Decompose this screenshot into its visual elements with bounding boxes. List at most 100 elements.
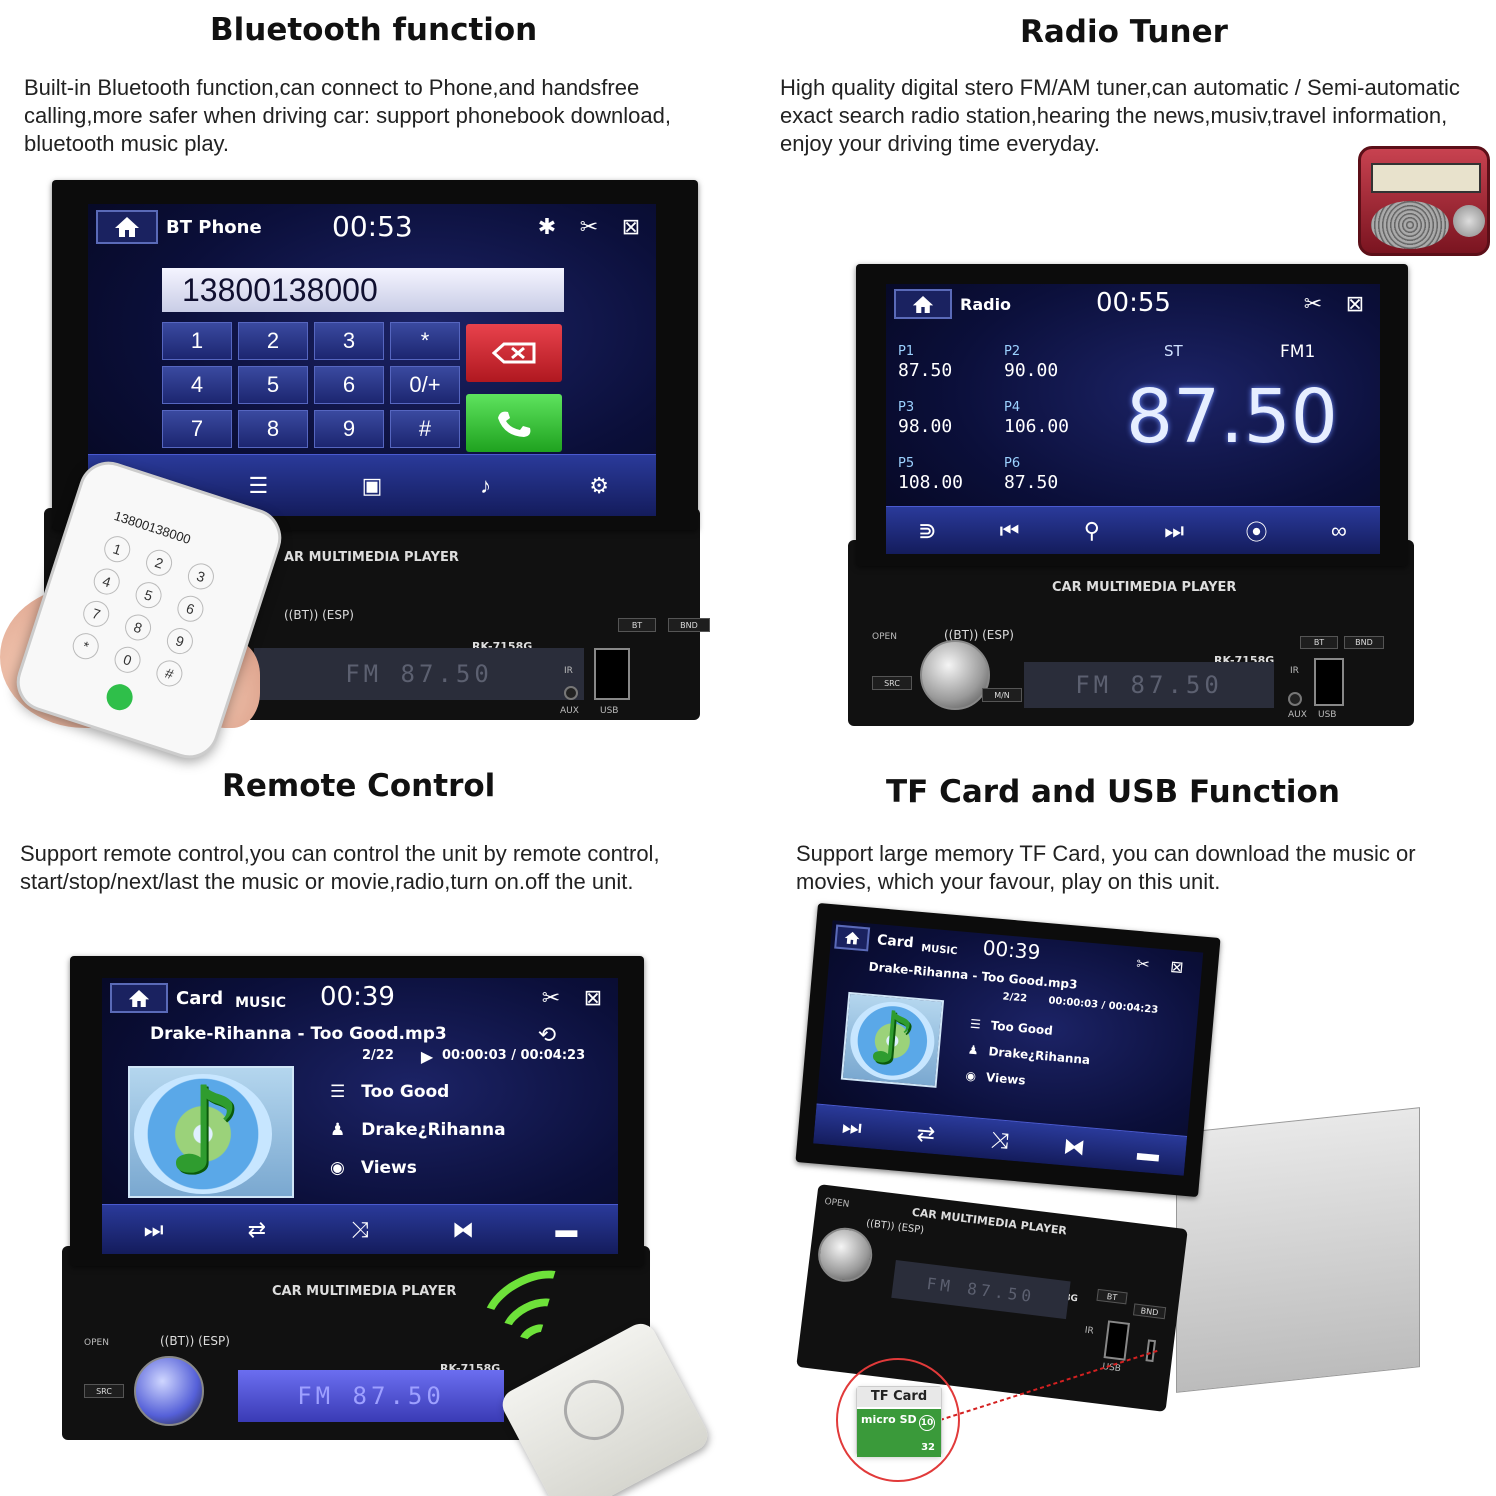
aux-jack[interactable] [564, 686, 578, 700]
src-button[interactable]: SRC [84, 1384, 124, 1398]
screen-off-icon[interactable]: ⊠ [621, 214, 641, 239]
keypad-key[interactable]: 8 [238, 410, 308, 448]
home-button[interactable] [894, 289, 952, 319]
next-icon[interactable]: ⏭ [143, 1216, 164, 1242]
prev-icon[interactable]: ⏮ [999, 517, 1020, 543]
smartphone-key[interactable]: 2 [142, 546, 176, 580]
rss-icon[interactable]: ⋑ [917, 517, 937, 543]
screen-sublabel: MUSIC [235, 995, 286, 1011]
keypad-key[interactable]: 1 [162, 322, 232, 360]
bnd-button[interactable]: BND [668, 618, 710, 632]
bt-button[interactable]: BT [618, 618, 656, 632]
repeat-icon[interactable]: ⇄ [247, 1216, 266, 1242]
keypad-key[interactable]: 7 [162, 410, 232, 448]
sd-card-face: micro SD 10 32 [857, 1409, 941, 1457]
volume-knob[interactable] [815, 1224, 876, 1285]
tf-card-highlight [836, 1358, 960, 1482]
keypad-key[interactable]: * [390, 322, 460, 360]
aux-label: AUX [560, 706, 579, 716]
bt-button[interactable]: BT [1096, 1288, 1128, 1305]
screen-off-icon[interactable]: ⊠ [1169, 958, 1185, 977]
unit-label: CAR MULTIMEDIA PLAYER [911, 1205, 1068, 1238]
bnd-button[interactable]: BND [1344, 636, 1384, 649]
settings-icon[interactable]: ⚙ [589, 472, 610, 498]
call-button[interactable] [466, 394, 562, 452]
shuffle-icon[interactable]: ⤨ [990, 1126, 1010, 1153]
next-icon[interactable]: ⏭ [1164, 517, 1185, 543]
open-label: OPEN [872, 632, 897, 642]
preset-value[interactable]: 87.50 [898, 360, 953, 381]
preset-value[interactable]: 87.50 [1004, 472, 1059, 493]
keypad-key[interactable]: 3 [314, 322, 384, 360]
keypad-key[interactable]: 4 [162, 366, 232, 404]
shuffle-icon[interactable]: ⤨ [351, 1216, 369, 1242]
music-note-icon[interactable]: ♪ [480, 472, 492, 498]
smartphone-key[interactable]: 6 [174, 592, 207, 626]
keypad-key[interactable]: 9 [314, 410, 384, 448]
aux-jack[interactable] [1288, 692, 1302, 706]
unit-label: CAR MULTIMEDIA PLAYER [1052, 580, 1237, 595]
smartphone-key[interactable]: # [153, 657, 186, 690]
smartphone-key[interactable]: 1 [100, 532, 134, 566]
smartphone-key[interactable]: 0 [111, 643, 144, 677]
mn-button[interactable]: M/N [982, 688, 1022, 702]
contacts-icon[interactable]: ▣ [361, 472, 383, 498]
screen-off-icon[interactable]: ⊠ [1345, 291, 1365, 316]
bt-button[interactable]: BT [1300, 636, 1338, 649]
bnd-button[interactable]: BND [1132, 1303, 1167, 1320]
repeat-icon[interactable]: ⟲ [537, 1022, 557, 1047]
preset-value[interactable]: 108.00 [898, 472, 964, 493]
tools-icon[interactable]: ✂ [541, 985, 561, 1010]
keypad-key[interactable]: # [390, 410, 460, 448]
smartphone-call-button[interactable] [103, 680, 137, 714]
smartphone-key[interactable]: * [69, 629, 103, 663]
smartphone-key[interactable]: 4 [90, 565, 124, 598]
section-title: Bluetooth function [210, 12, 538, 48]
phone-number-field[interactable]: 13800138000 [162, 268, 564, 312]
loop-icon[interactable]: ∞ [1330, 517, 1347, 543]
tools-icon[interactable]: ✂ [579, 214, 599, 239]
smartphone-key[interactable]: 9 [163, 624, 197, 658]
usb-port[interactable] [594, 648, 630, 700]
list-icon: ☰ [969, 1016, 982, 1032]
delete-button[interactable] [466, 324, 562, 382]
repeat-icon[interactable]: ⇄ [915, 1119, 937, 1147]
smartphone-key[interactable]: 8 [121, 611, 155, 644]
preset-value[interactable]: 90.00 [1004, 360, 1059, 381]
remote-dpad[interactable] [553, 1369, 635, 1451]
smartphone-key[interactable]: 7 [79, 597, 113, 631]
keypad-key[interactable]: 5 [238, 366, 308, 404]
smartphone-key[interactable]: 3 [184, 560, 218, 593]
volume-knob[interactable] [920, 640, 990, 710]
tools-icon[interactable]: ✂ [1303, 291, 1323, 316]
menu-icon[interactable]: ▬ [555, 1216, 578, 1242]
preset-value[interactable]: 106.00 [1004, 416, 1070, 437]
play-icon[interactable]: ▶ [420, 1049, 434, 1066]
home-button[interactable] [834, 924, 871, 952]
keypad-key[interactable]: 6 [314, 366, 384, 404]
track-index: 2/22 [362, 1048, 394, 1063]
eq-icon[interactable]: ⧓ [452, 1216, 475, 1242]
menu-icon[interactable]: ▬ [1136, 1139, 1161, 1167]
search-icon[interactable]: ⚲ [1083, 517, 1100, 543]
artist-name: Drake¿Rihanna [361, 1120, 506, 1140]
keypad-key[interactable]: 0/+ [390, 366, 460, 404]
preset-value[interactable]: 98.00 [898, 416, 953, 437]
album-art: ♪ [128, 1066, 294, 1198]
usb-port[interactable] [1314, 658, 1344, 706]
screen-off-icon[interactable]: ⊠ [583, 985, 603, 1010]
band-indicator[interactable]: FM1 [1280, 342, 1316, 362]
home-button[interactable] [110, 983, 168, 1013]
volume-knob[interactable] [134, 1356, 204, 1426]
scan-icon[interactable]: ⦿ [1245, 519, 1268, 545]
smartphone-key[interactable]: 5 [132, 578, 165, 612]
usb-label: USB [1318, 710, 1337, 720]
home-button[interactable] [96, 210, 158, 244]
eq-icon[interactable]: ⧓ [1062, 1132, 1087, 1160]
next-icon[interactable]: ⏭ [840, 1113, 863, 1141]
call-log-icon[interactable]: ☰ [248, 472, 269, 498]
keypad-key[interactable]: 2 [238, 322, 308, 360]
src-button[interactable]: SRC [872, 676, 912, 690]
usb-label: USB [600, 706, 619, 716]
tools-icon[interactable]: ✂ [1135, 955, 1151, 974]
